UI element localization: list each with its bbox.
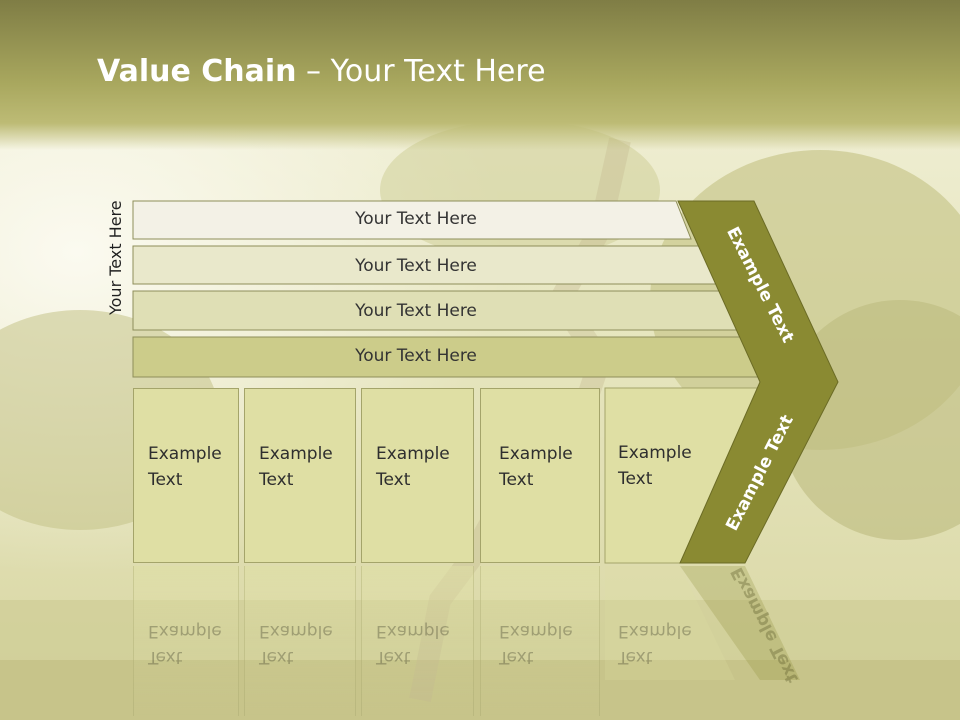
box-5-reflection-shape [605, 566, 735, 680]
box-1-line2: Text [148, 470, 183, 490]
box-2-reflection: Text Example [244, 566, 356, 716]
box-3-reflection: Text Example [361, 566, 474, 716]
box-1-line1: Example [148, 444, 222, 464]
box-5-line2: Text [618, 469, 653, 489]
bar-3-label: Your Text Here [355, 301, 477, 321]
box-2-reflect-line1: Example [259, 621, 333, 641]
box-1-reflect-line1: Example [148, 621, 222, 641]
chevron-arrow [677, 200, 839, 564]
header-band [0, 0, 960, 150]
box-3-line1: Example [376, 444, 450, 464]
bar-1-label: Your Text Here [355, 209, 477, 229]
box-4-reflect-line1: Example [499, 621, 573, 641]
title-rest: – Your Text Here [296, 54, 546, 89]
box-4-line1: Example [499, 444, 573, 464]
chevron-reflection [680, 566, 800, 680]
box-3-reflect-line1: Example [376, 621, 450, 641]
box-1-reflect-line2: Text [148, 647, 183, 667]
box-2-line1: Example [259, 444, 333, 464]
title-bold: Value Chain [97, 54, 297, 89]
bar-1 [132, 200, 692, 240]
box-5-reflect-line1: Example [618, 621, 692, 641]
box-2-reflect-line2: Text [259, 647, 294, 667]
box-5-line1: Example [618, 443, 692, 463]
box-4-reflection: Text Example [480, 566, 600, 716]
box-4-reflect-line2: Text [499, 647, 534, 667]
box-5-reflect-line2: Text [618, 647, 653, 667]
box-2-line2: Text [259, 470, 294, 490]
box-5-reflection: Text Example [605, 566, 692, 716]
page-title: Value Chain – Your Text Here [97, 54, 546, 89]
bar-2-label: Your Text Here [355, 256, 477, 276]
box-3-reflect-line2: Text [376, 647, 411, 667]
box-4-line2: Text [499, 470, 534, 490]
bar-4-label: Your Text Here [355, 346, 477, 366]
box-3-line2: Text [376, 470, 411, 490]
box-1-reflection: Text Example [133, 566, 239, 716]
